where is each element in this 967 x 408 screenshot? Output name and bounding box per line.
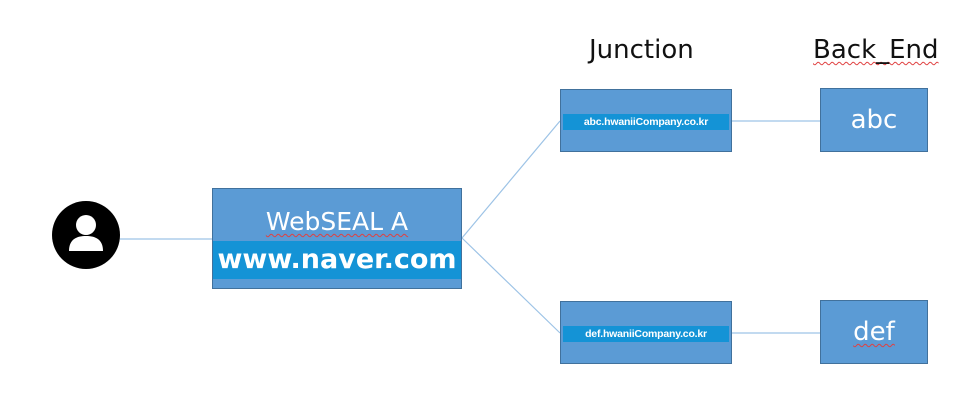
backend-label-def-text: def [853, 317, 895, 347]
connector-webseal-junction-def [461, 237, 561, 334]
junction-host-abc: abc.hwaniiCompany.co.kr [563, 114, 729, 130]
connector-webseal-junction-abc [461, 120, 561, 239]
junction-box-abc: abc.hwaniiCompany.co.kr [560, 89, 732, 152]
backend-heading: Back_End [813, 35, 939, 65]
webseal-title-text: WebSEAL A [265, 207, 409, 236]
backend-box-abc: abc [820, 88, 928, 152]
user-avatar-icon [52, 201, 120, 269]
backend-label-abc: abc [850, 105, 898, 135]
junction-heading: Junction [589, 35, 694, 65]
webseal-title: WebSEAL A [213, 207, 461, 236]
junction-host-def: def.hwaniiCompany.co.kr [563, 326, 729, 342]
junction-box-def: def.hwaniiCompany.co.kr [560, 301, 732, 364]
backend-label-def: def [821, 317, 927, 347]
webseal-host: www.naver.com [213, 241, 461, 279]
backend-box-def: def [820, 300, 928, 364]
webseal-box: WebSEAL A www.naver.com [212, 188, 462, 289]
